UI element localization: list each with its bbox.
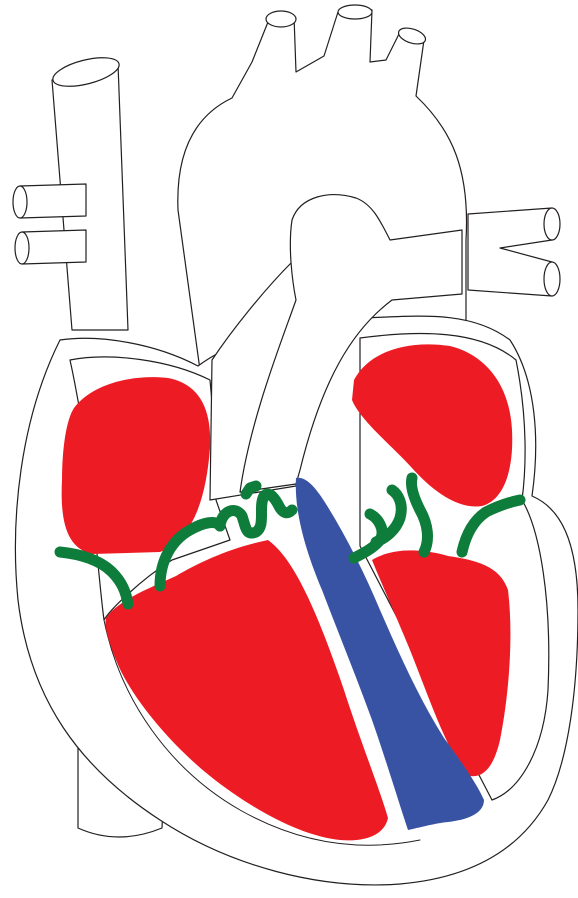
pulmonary-veins-left xyxy=(468,208,560,296)
